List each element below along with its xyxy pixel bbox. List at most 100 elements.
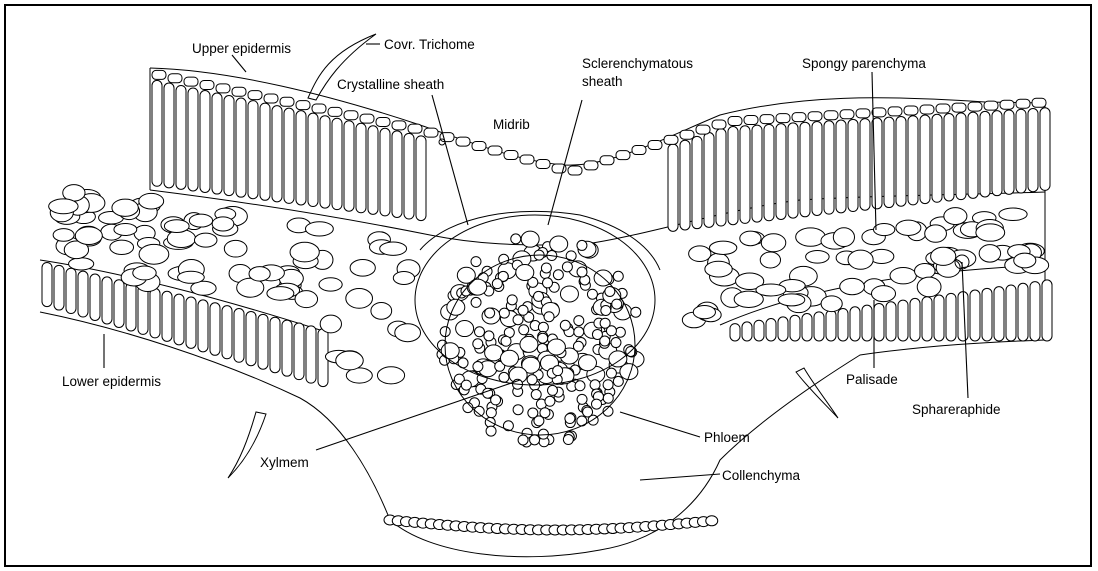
vascular-cell [544, 312, 554, 322]
vascular-cell [503, 421, 513, 431]
epidermis-cell [760, 115, 774, 124]
lower-palisade-cell [790, 315, 800, 341]
label-covr-trichome: Covr. Trichome [384, 37, 475, 52]
vascular-cell [521, 231, 539, 247]
label-sclerenchymatous-line1: Sclerenchymatous [582, 56, 693, 71]
lower-palisade-cell [150, 288, 160, 338]
spongy-cell [139, 193, 164, 209]
lower-palisade-cell [66, 268, 76, 313]
lower-palisade-cell [886, 302, 896, 341]
vascular-cell [461, 380, 471, 390]
lower-palisade-cell [270, 317, 280, 373]
epidermis-cell [456, 137, 470, 146]
epidermis-cell [1000, 100, 1014, 109]
epidermis-cell [744, 116, 758, 125]
vascular-cell [612, 299, 622, 309]
vascular-cell [540, 408, 550, 418]
epidermis-cell [648, 140, 662, 149]
lower-palisade-cell [294, 323, 304, 380]
vascular-cell [499, 308, 509, 318]
lower-palisade-cell [766, 319, 776, 341]
lower-palisade-cell [730, 324, 740, 341]
vascular-cell [574, 316, 584, 326]
spongy-cell [873, 223, 894, 235]
lower-palisade-cell [54, 265, 64, 310]
spongy-cell [350, 260, 375, 277]
label-spongy-parenchyma: Spongy parenchyma [802, 56, 926, 71]
spongy-cell [336, 351, 364, 370]
vascular-cell [592, 399, 602, 409]
spongy-cell [295, 291, 318, 308]
leader-collenchyma [640, 474, 720, 480]
vascular-cell [560, 320, 570, 330]
epidermis-cell [536, 159, 550, 168]
palisade-cell [1016, 109, 1026, 193]
spongy-cell [49, 199, 78, 214]
crystalline-sheath-line [420, 211, 660, 270]
vascular-cell [511, 234, 521, 244]
epidermis-cell [472, 142, 486, 151]
vascular-cell [528, 408, 538, 418]
vascular-cell [534, 291, 544, 301]
palisade-cell [944, 114, 954, 201]
spongy-cell [319, 278, 342, 291]
spongy-cell [290, 242, 319, 262]
epidermis-cell [440, 133, 454, 142]
palisade-cell [788, 123, 798, 218]
label-phloem: Phloem [704, 430, 750, 445]
spongy-cell [133, 266, 156, 280]
epidermis-cell [808, 112, 822, 121]
lower-palisade-cell [162, 291, 172, 341]
epidermis-cell [408, 124, 422, 133]
palisade-cell [368, 126, 378, 215]
spongy-cell [896, 220, 921, 235]
lower-palisade-cell [90, 274, 100, 321]
lower-palisade-cell [198, 300, 208, 352]
palisade-cell [704, 133, 714, 228]
vascular-cell [471, 257, 481, 267]
label-collenchyma: Collenchyma [722, 468, 801, 483]
leader-crystalline-sheath [432, 95, 468, 225]
palisade-cell [188, 88, 198, 191]
vascular-cell [492, 279, 502, 289]
spongy-cell [395, 324, 421, 342]
palisade-cell [380, 128, 390, 216]
epidermis-cell [200, 81, 214, 90]
palisade-cell [332, 118, 342, 209]
palisade-cell [248, 101, 258, 199]
vascular-cell [600, 318, 610, 328]
spongy-cell [821, 296, 842, 312]
cell-layers [42, 70, 1052, 535]
lower-palisade-cell [994, 287, 1004, 341]
epidermis-cell [280, 97, 294, 106]
vascular-cell [485, 345, 503, 361]
lower-palisade-cell [234, 309, 244, 363]
vascular-cell [543, 278, 553, 288]
label-xylmem: Xylmem [260, 455, 309, 470]
lower-palisade-cell [1030, 282, 1040, 341]
spongy-cell [112, 199, 138, 216]
palisade-cell [680, 140, 690, 230]
palisade-cell [1040, 108, 1050, 191]
vascular-cell [474, 327, 484, 337]
vascular-cell [538, 322, 548, 332]
vascular-cell [613, 271, 623, 281]
spongy-cell [890, 267, 916, 283]
vascular-cell [486, 426, 496, 436]
palisade-cell [320, 116, 330, 208]
palisade-cell [884, 117, 894, 207]
epidermis-cell [296, 101, 310, 110]
spongy-cell [393, 272, 414, 285]
palisade-cell [740, 126, 750, 224]
leader-upper-epidermis [232, 55, 246, 72]
epidermis-cell [184, 77, 198, 86]
vascular-cell [548, 385, 558, 395]
spongy-cell [53, 229, 74, 242]
vascular-cell [601, 305, 611, 315]
epidermis-cell [376, 117, 390, 126]
spongy-cell [1014, 253, 1036, 268]
lower-palisade-cell [258, 314, 268, 369]
spongy-cell [689, 246, 711, 262]
label-upper-epidermis: Upper epidermis [192, 41, 291, 56]
vascular-cell [518, 435, 528, 445]
